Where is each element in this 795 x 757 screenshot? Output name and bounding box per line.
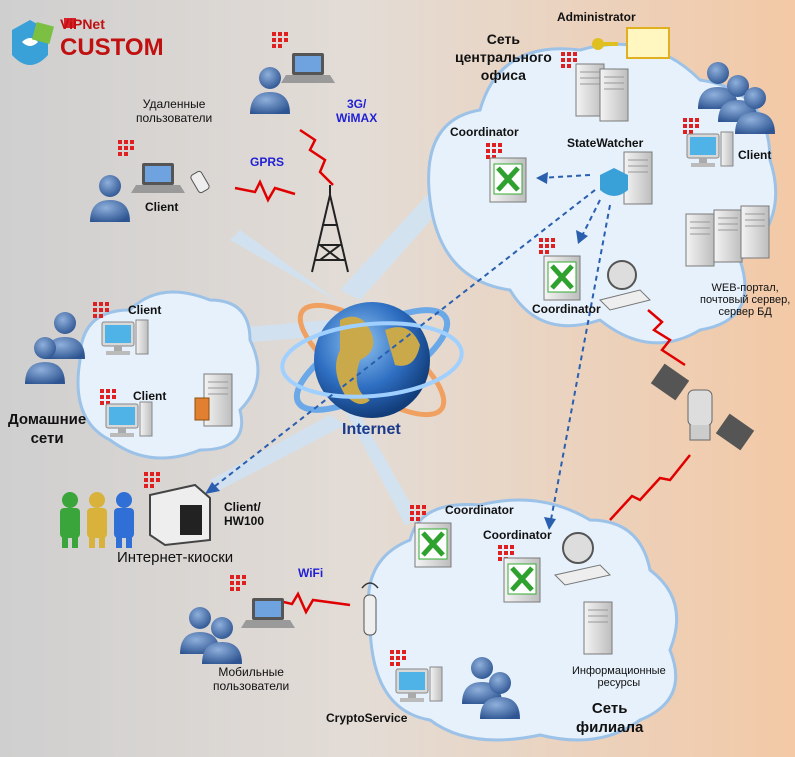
gprs-label: GPRS (250, 155, 285, 169)
server-icon (740, 205, 770, 259)
client-central-label: Client (738, 148, 772, 162)
info-resources-label: Информационные ресурсы (572, 665, 666, 689)
wimax-label: 3G/ WiMAX (336, 97, 378, 125)
coordinator-central-label: Coordinator (450, 125, 519, 139)
coordinator-icon (490, 158, 526, 202)
kiosk-client-label: Client/ HW100 (224, 500, 265, 528)
coordinator-icon (504, 558, 540, 602)
internet-label: Internet (342, 421, 401, 438)
satellite-icon (650, 363, 755, 451)
central-office-cloud (427, 42, 778, 345)
coordinator-icon (415, 523, 451, 567)
server-icon (713, 209, 743, 263)
kiosks-label: Интернет-киоски (117, 549, 234, 566)
remote-users-label: Удаленные пользователи (136, 97, 213, 125)
central-office-label: Сеть центрального офиса (455, 31, 552, 83)
globe-icon (280, 302, 464, 418)
server-icon (583, 601, 613, 655)
vipnet-logo-icon (12, 18, 76, 65)
wifi-router-icon (361, 582, 379, 636)
wifi-label: WiFi (298, 566, 324, 580)
key-icon (592, 38, 618, 50)
user-icon (90, 175, 130, 222)
server-icon (685, 213, 715, 267)
satellite-dish-icon (599, 260, 651, 311)
client-home1-label: Client (128, 303, 162, 317)
security-shield-icon (118, 140, 134, 156)
server-icon (623, 151, 653, 205)
home-networks-label: Домашние сети (8, 411, 87, 447)
brand-small: ViPNet (60, 16, 105, 32)
security-shield-icon (144, 472, 160, 488)
laptop-icon (131, 163, 185, 193)
security-shield-icon (272, 32, 288, 48)
kiosk-terminal-icon (149, 483, 211, 547)
user-icon (250, 67, 290, 114)
coordinator-central2-label: Coordinator (532, 302, 601, 316)
laptop-icon (281, 53, 335, 83)
cryptoservice-label: CryptoService (326, 711, 408, 725)
coordinator-branch1-label: Coordinator (445, 503, 514, 517)
wireless-links (234, 128, 691, 615)
vpn-links (209, 174, 611, 526)
kiosk-user-icon (114, 492, 134, 548)
firewall-icon (194, 397, 210, 421)
security-shield-icon (230, 575, 246, 591)
certificate-icon (626, 27, 670, 59)
link-arrows (205, 172, 588, 530)
kiosk-user-icon (60, 492, 80, 548)
administrator-label: Administrator (557, 10, 636, 24)
servers-label: WEB-портал, почтовый сервер, сервер БД (700, 282, 791, 318)
statewatcher-label: StateWatcher (567, 136, 644, 150)
coordinator-icon (544, 256, 580, 300)
coordinator-branch2-label: Coordinator (483, 528, 552, 542)
brand-big: CUSTOM (60, 34, 164, 61)
satellite-dish-icon (554, 532, 611, 586)
antenna-tower-icon (311, 185, 349, 273)
branch-label: Сеть филиала (576, 700, 644, 736)
mobile-users-label: Мобильные пользователи (213, 665, 290, 693)
client-remote-label: Client (145, 200, 179, 214)
client-home2-label: Client (133, 389, 167, 403)
statewatcher-icon (600, 168, 628, 196)
server-icon (599, 68, 629, 122)
kiosk-user-icon (87, 492, 107, 548)
phone-icon (190, 170, 210, 194)
